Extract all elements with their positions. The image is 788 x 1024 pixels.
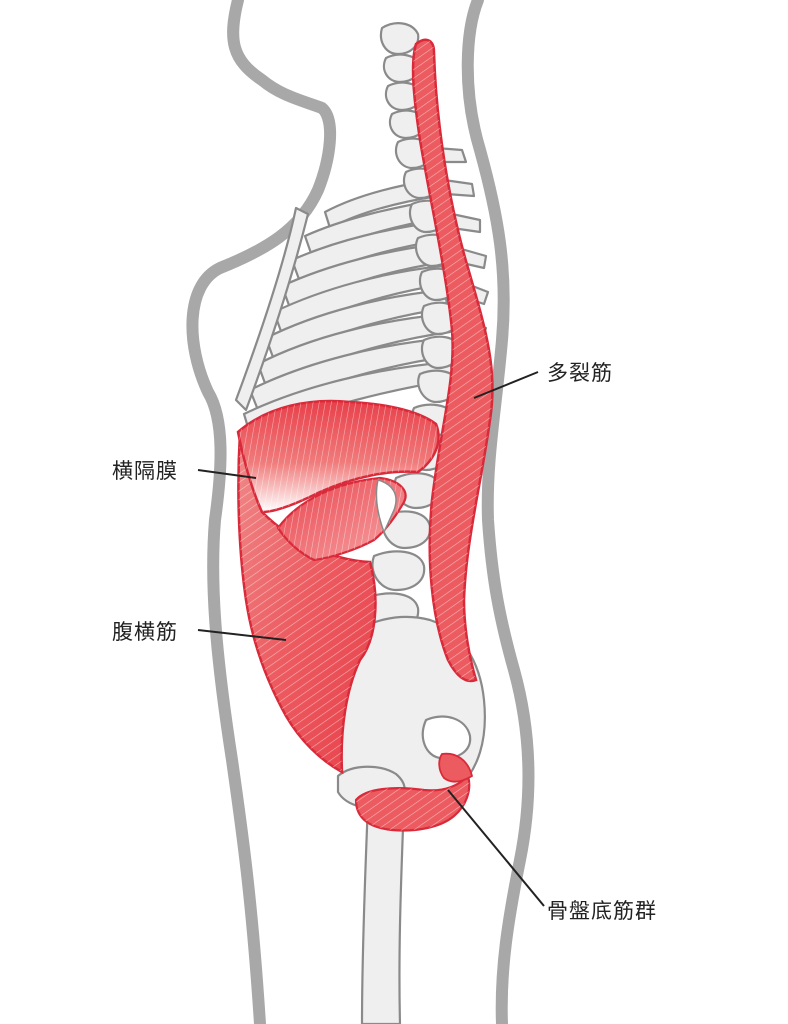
label-transversus-abdominis: 腹横筋 — [112, 620, 178, 644]
body-back-outline — [461, 0, 535, 1024]
leader-line-tva — [197, 629, 287, 641]
pelvic-floor-muscles — [354, 752, 474, 832]
body-front-outline — [186, 0, 337, 1024]
leader-line-pelvic-floor — [447, 789, 545, 907]
label-diaphragm: 横隔膜 — [112, 459, 178, 483]
label-multifidus: 多裂筋 — [547, 361, 613, 385]
leader-line-diaphragm — [197, 469, 257, 479]
label-pelvic-floor: 骨盤底筋群 — [547, 899, 657, 923]
femur — [360, 798, 406, 1024]
leader-line-multifidus — [473, 371, 539, 399]
